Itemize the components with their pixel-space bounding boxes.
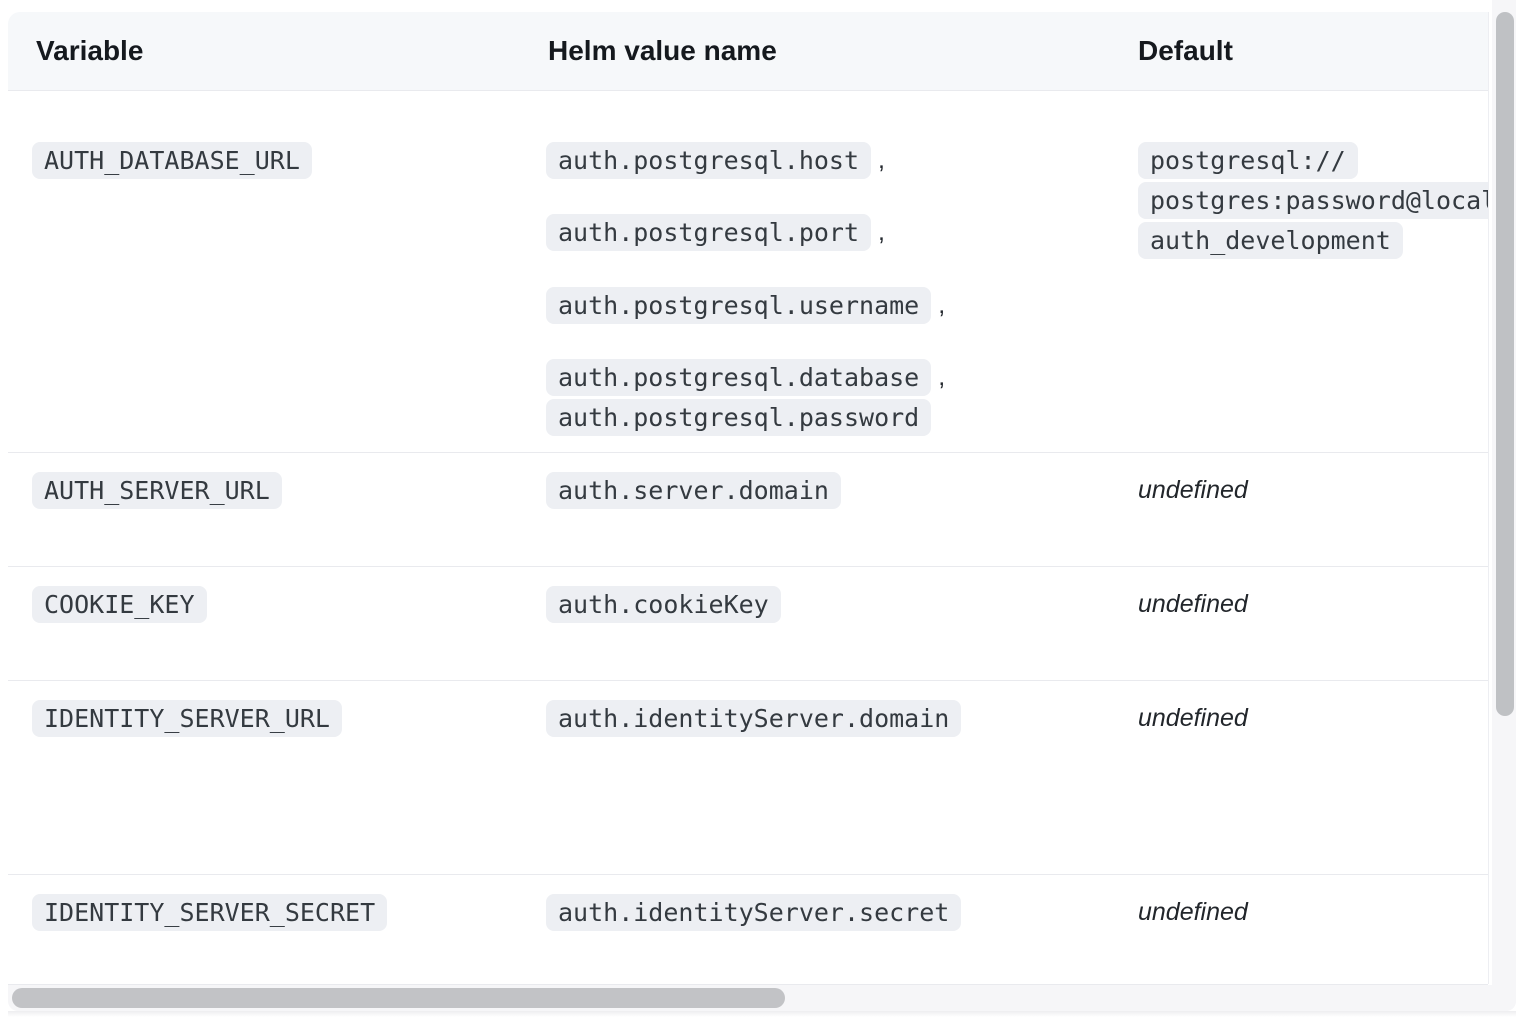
- comma-separator: ,: [878, 218, 885, 246]
- table-header-row: Variable Helm value name Default: [8, 12, 1488, 91]
- helm-value-line: auth.postgresql.username ,: [546, 287, 945, 324]
- table-clip-edge: [1488, 12, 1489, 984]
- helm-code-chip: auth.postgresql.username: [546, 287, 932, 324]
- table-row: IDENTITY_SERVER_SECRET auth.identityServ…: [8, 875, 1488, 985]
- default-undefined-value: undefined: [1138, 704, 1248, 732]
- table-row: IDENTITY_SERVER_URL auth.identityServer.…: [8, 681, 1488, 875]
- variable-code-chip: IDENTITY_SERVER_SECRET: [32, 894, 388, 931]
- default-undefined-value: undefined: [1138, 898, 1248, 926]
- helm-code-chip: auth.server.domain: [546, 472, 841, 509]
- helm-value-line: auth.identityServer.secret: [546, 894, 962, 931]
- helm-value-line: auth.server.domain: [546, 472, 841, 509]
- variable-code-chip: COOKIE_KEY: [32, 586, 207, 623]
- column-header-variable: Variable: [36, 35, 144, 66]
- helm-code-chip: auth.postgresql.database: [546, 359, 932, 396]
- horizontal-scrollbar-thumb[interactable]: [12, 988, 785, 1008]
- column-header-helm-value-name: Helm value name: [548, 35, 777, 66]
- container-bottom-shadow: [8, 1011, 1516, 1017]
- helm-code-chip: auth.cookieKey: [546, 586, 781, 623]
- default-undefined-value: undefined: [1138, 476, 1248, 504]
- helm-code-chip: auth.postgresql.password: [546, 399, 932, 436]
- helm-code-chip: auth.postgresql.port: [546, 214, 872, 251]
- table-row: COOKIE_KEY auth.cookieKey undefined: [8, 567, 1488, 681]
- helm-value-line: auth.postgresql.host ,: [546, 142, 885, 179]
- vertical-scrollbar-thumb[interactable]: [1496, 12, 1514, 716]
- helm-value-line: auth.postgresql.port ,: [546, 214, 885, 251]
- variable-code-chip: AUTH_DATABASE_URL: [32, 142, 312, 179]
- helm-value-line: auth.postgresql.password: [546, 399, 932, 436]
- variable-code-chip: IDENTITY_SERVER_URL: [32, 700, 342, 737]
- variable-code-chip: AUTH_SERVER_URL: [32, 472, 282, 509]
- default-undefined-value: undefined: [1138, 590, 1248, 618]
- helm-value-line: auth.postgresql.database ,: [546, 359, 945, 396]
- comma-separator: ,: [878, 146, 885, 174]
- helm-value-line: auth.cookieKey: [546, 586, 781, 623]
- comma-separator: ,: [938, 363, 946, 391]
- column-header-default: Default: [1138, 35, 1233, 66]
- table-row: AUTH_DATABASE_URL auth.postgresql.host ,…: [8, 91, 1488, 453]
- helm-code-chip: auth.identityServer.secret: [546, 894, 962, 931]
- default-code-chip-line-truncated: postgres:password@local: [1138, 182, 1488, 219]
- helm-code-chip: auth.identityServer.domain: [546, 700, 962, 737]
- comma-separator: ,: [938, 291, 946, 319]
- default-code-chip-line: postgresql://: [1138, 142, 1358, 179]
- default-code-chip-line: auth_development: [1138, 222, 1403, 259]
- helm-code-chip: auth.postgresql.host: [546, 142, 872, 179]
- helm-value-line: auth.identityServer.domain: [546, 700, 962, 737]
- table-row: AUTH_SERVER_URL auth.server.domain undef…: [8, 453, 1488, 567]
